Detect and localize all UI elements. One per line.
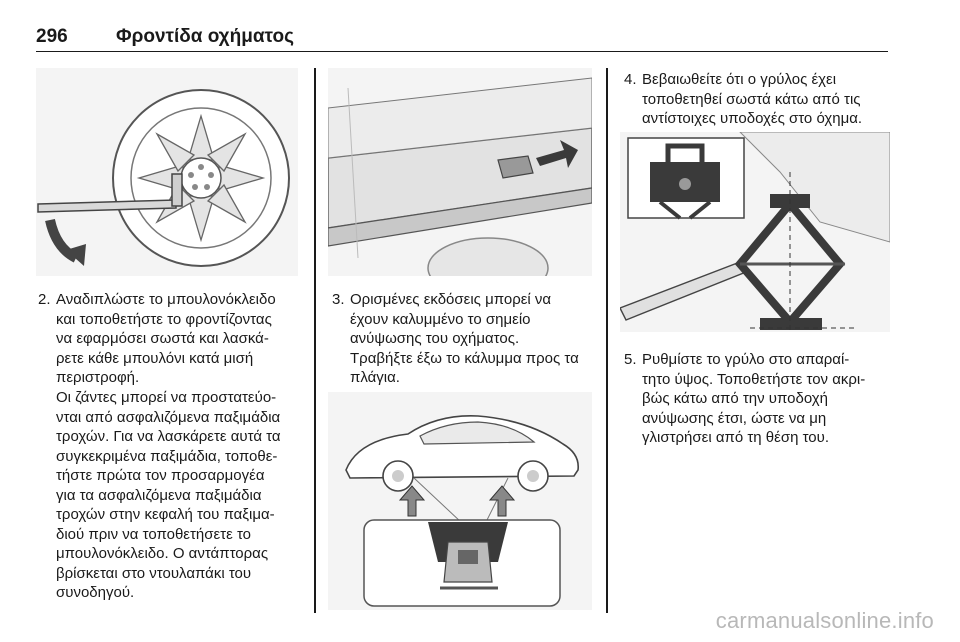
column-divider-1: [314, 68, 316, 613]
note-line: Οι ζάντες μπορεί να προστατεύο-: [56, 389, 277, 406]
step-line: περιστροφή.: [56, 369, 140, 386]
step-3: 3. Ορισμένες εκδόσεις μπορεί να έχουν κα…: [332, 290, 600, 390]
step-line: να εφαρμόσει σωστά και λασκά-: [56, 330, 269, 347]
page-header: 296 Φροντίδα οχήματος: [36, 22, 888, 52]
step-line: βώς κάτω από την υποδοχή: [642, 390, 828, 407]
page-number: 296: [36, 26, 68, 47]
step-number: 3.: [332, 291, 345, 308]
step-line: Ρυθμίστε το γρύλο στο απαραί-: [642, 351, 850, 368]
watermark: carmanualsonline.info: [715, 608, 934, 633]
step-line: Τραβήξτε έξω το κάλυμμα προς τα: [350, 349, 579, 367]
step-number: 4.: [624, 71, 637, 88]
note-line: νται από ασφαλιζόμενα παξιμάδια: [56, 408, 281, 426]
step-number: 2.: [38, 291, 51, 308]
car-jack-points-illustration: [328, 392, 592, 610]
note-line: συνοδηγού.: [56, 584, 135, 601]
note-line: τροχών στην κεφαλή του παξιμα-: [56, 506, 275, 523]
step-line: έχουν καλυμμένο το σημείο: [350, 310, 531, 328]
note-line: μπουλονόκλειδο. Ο αντάπτορας: [56, 545, 269, 562]
note-line: βρίσκεται στο ντουλαπάκι του: [56, 564, 252, 582]
note-line: για τα ασφαλιζόμενα παξιμάδια: [56, 486, 262, 504]
step-2: 2. Αναδιπλώστε το μπουλονόκλειδο και τοπ…: [38, 290, 308, 390]
step-line: Αναδιπλώστε το μπουλονόκλειδο: [56, 291, 276, 308]
step-line: γλιστρήσει από τη θέση του.: [642, 429, 830, 446]
note-line: συγκεκριμένα παξιμάδια, τοποθε-: [56, 447, 278, 465]
step-line: πλάγια.: [350, 369, 400, 386]
note-line: τήστε πρώτα τον προσαρμογέα: [56, 467, 265, 484]
step-line: τητο ύψος. Τοποθετήστε τον ακρι-: [642, 370, 866, 388]
wheel-wrench-illustration: [36, 68, 298, 276]
step-line: τοποθετηθεί σωστά κάτω από τις: [642, 90, 861, 108]
step-5: 5. Ρυθμίστε το γρύλο στο απαραί- τητο ύψ…: [624, 350, 894, 450]
step-line: και τοποθετήστε το φροντίζοντας: [56, 310, 272, 328]
step-line: αντίστοιχες υποδοχές στο όχημα.: [642, 110, 863, 127]
step-line: ανύψωσης του οχήματος.: [350, 330, 520, 347]
step-line: ρετε κάθε μπουλόνι κατά μισή: [56, 349, 254, 367]
step-line: Ορισμένες εκδόσεις μπορεί να: [350, 291, 552, 308]
step-number: 5.: [624, 351, 637, 368]
nut-adapter-note: Οι ζάντες μπορεί να προστατεύο- νται από…: [56, 388, 312, 603]
column-divider-2: [606, 68, 608, 613]
note-line: τροχών. Για να λασκάρετε αυτά τα: [56, 428, 281, 445]
page-title: Φροντίδα οχήματος: [116, 26, 294, 47]
step-line: Βεβαιωθείτε ότι ο γρύλος έχει: [642, 71, 837, 88]
step-line: ανύψωσης έτσι, ώστε να μη: [642, 409, 827, 427]
step-4: 4. Βεβαιωθείτε ότι ο γρύλος έχει τοποθετ…: [624, 70, 894, 130]
note-line: διού πριν να τοποθετήσετε το: [56, 525, 252, 543]
scissor-jack-illustration: [620, 132, 890, 332]
jack-point-cover-illustration: [328, 68, 592, 276]
